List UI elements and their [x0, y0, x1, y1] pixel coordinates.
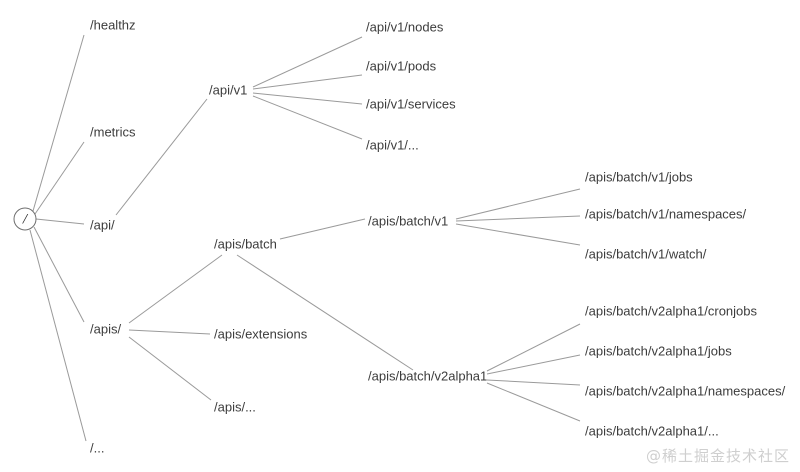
edge-batchv1-to-batchv1-jobs	[455, 188, 581, 220]
root-node-circle	[13, 207, 37, 231]
node-label-apiv1[interactable]: /api/v1	[209, 82, 247, 97]
node-label-batchv2-cron[interactable]: /apis/batch/v2alpha1/cronjobs	[585, 303, 758, 318]
node-label-batchv2-ell[interactable]: /apis/batch/v2alpha1/...	[585, 423, 719, 438]
node-label-root-ellipsis[interactable]: /...	[90, 440, 104, 455]
node-label-batchv1-ns[interactable]: /apis/batch/v1/namespaces/	[585, 206, 747, 221]
node-label-apiv1-services[interactable]: /api/v1/services	[366, 96, 456, 111]
node-label-apiv1-pods[interactable]: /api/v1/pods	[366, 58, 437, 73]
edge-apiv1-to-apiv1-nodes	[252, 36, 363, 88]
node-label-healthz[interactable]: /healthz	[90, 17, 136, 32]
node-root[interactable]: /	[13, 207, 37, 231]
root-node-label: /	[22, 211, 29, 227]
edge-apis-to-apisext	[128, 329, 211, 335]
node-label-apisbatch[interactable]: /apis/batch	[214, 236, 277, 251]
edge-batchv2-to-batchv2-ell	[486, 382, 581, 422]
node-label-batchv2[interactable]: /apis/batch/v2alpha1	[368, 368, 487, 383]
edge-root-to-healthz	[32, 34, 85, 212]
node-label-batchv1-watch[interactable]: /apis/batch/v1/watch/	[585, 246, 707, 261]
node-label-api[interactable]: /api/	[90, 217, 115, 232]
node-label-apis[interactable]: /apis/	[90, 321, 121, 336]
edge-apiv1-to-apiv1-ellipsis	[252, 95, 363, 140]
edge-api-to-apiv1	[115, 98, 208, 216]
edge-root-to-api	[35, 218, 85, 225]
edge-root-to-root-ellipsis	[29, 229, 87, 442]
edge-apiv1-to-apiv1-services	[252, 92, 363, 105]
node-label-batchv1-jobs[interactable]: /apis/batch/v1/jobs	[585, 169, 693, 184]
node-label-apis-ellipsis[interactable]: /apis/...	[214, 399, 256, 414]
watermark: @稀土掘金技术社区	[645, 447, 790, 465]
edge-apis-to-apisbatch	[128, 254, 223, 324]
nodes-layer: //healthz/metrics/api//apis//.../api/v1/…	[13, 17, 786, 455]
node-label-batchv1[interactable]: /apis/batch/v1	[368, 213, 448, 228]
edge-batchv2-to-batchv2-cron	[486, 323, 581, 372]
edge-batchv2-to-batchv2-jobs	[486, 354, 581, 375]
edge-batchv2-to-batchv2-ns	[486, 379, 581, 386]
edge-apis-to-apis-ellipsis	[128, 336, 212, 401]
edge-root-to-metrics	[34, 141, 85, 215]
edge-root-to-apis	[33, 226, 85, 323]
edge-apisbatch-to-batchv2	[236, 254, 414, 371]
node-label-apisext[interactable]: /apis/extensions	[214, 326, 308, 341]
node-label-metrics[interactable]: /metrics	[90, 124, 136, 139]
edge-apisbatch-to-batchv1	[279, 218, 366, 240]
edge-batchv1-to-batchv1-ns	[455, 215, 581, 222]
node-label-batchv2-ns[interactable]: /apis/batch/v2alpha1/namespaces/	[585, 383, 786, 398]
edges-layer	[29, 34, 581, 442]
node-label-apiv1-ellipsis[interactable]: /api/v1/...	[366, 137, 419, 152]
edge-apiv1-to-apiv1-pods	[252, 74, 363, 90]
edge-batchv1-to-batchv1-watch	[455, 223, 581, 246]
node-label-apiv1-nodes[interactable]: /api/v1/nodes	[366, 19, 444, 34]
node-label-batchv2-jobs[interactable]: /apis/batch/v2alpha1/jobs	[585, 343, 732, 358]
